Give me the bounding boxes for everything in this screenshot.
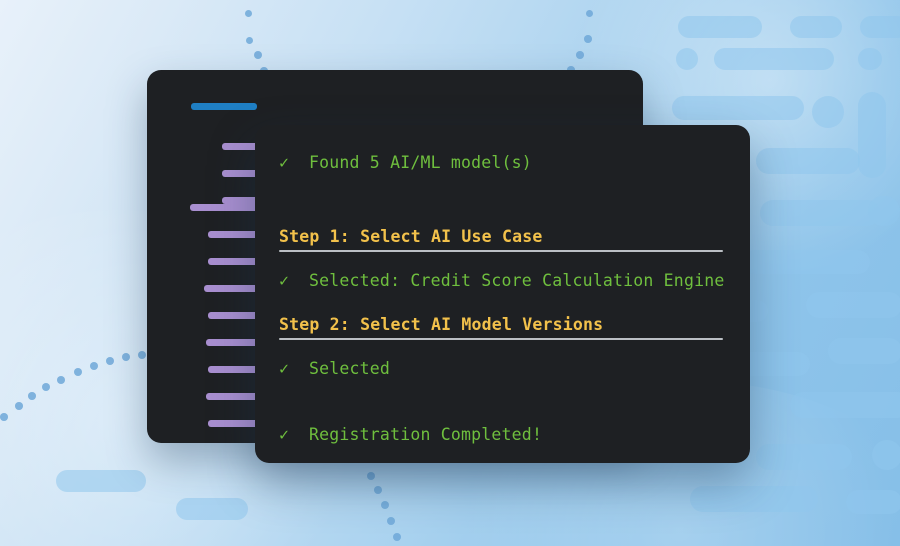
divider-step-2 — [279, 338, 723, 340]
background-pill — [858, 48, 882, 70]
background-pill — [760, 200, 880, 226]
background-dot — [89, 361, 99, 371]
background-pill — [176, 498, 248, 520]
terminal-line-text: Found 5 AI/ML model(s) — [298, 153, 532, 172]
background-dot — [392, 532, 402, 542]
background-dot — [380, 500, 390, 510]
check-icon: ✓ — [279, 359, 290, 378]
background-dot — [0, 413, 8, 421]
terminal-window[interactable]: ✓ Found 5 AI/ML model(s) Step 1: Select A… — [255, 125, 750, 463]
background-dot — [121, 352, 131, 362]
background-dot — [254, 51, 262, 59]
background-pill — [56, 470, 146, 492]
terminal-line-text: Selected: Credit Score Calculation Engin… — [298, 271, 725, 290]
background-dot — [366, 471, 376, 481]
terminal-line-text: Step 2: Select AI Model Versions — [279, 315, 604, 334]
background-pill — [756, 444, 852, 470]
check-icon: ✓ — [279, 425, 290, 444]
terminal-line-step-1-selected: ✓ Selected: Credit Score Calculation Eng… — [279, 271, 725, 290]
background-pill — [714, 48, 834, 70]
background-pill — [872, 440, 900, 470]
check-icon: ✓ — [279, 153, 290, 172]
background-pill — [846, 490, 900, 514]
background-pill — [858, 92, 886, 178]
background-pill — [672, 96, 804, 120]
terminal-line-step-1-heading: Step 1: Select AI Use Case — [279, 227, 543, 246]
background-dot — [15, 402, 23, 410]
background-pill — [812, 96, 844, 128]
terminal-line-text: Step 1: Select AI Use Case — [279, 227, 543, 246]
terminal-output: ✓ Found 5 AI/ML model(s) Step 1: Select A… — [279, 125, 740, 463]
terminal-line-found-models: ✓ Found 5 AI/ML model(s) — [279, 153, 532, 172]
background-pill — [860, 16, 900, 38]
terminal-line-step-2-heading: Step 2: Select AI Model Versions — [279, 315, 604, 334]
terminal-line-text: Selected — [298, 359, 391, 378]
background-pill — [678, 16, 762, 38]
background-dot — [105, 356, 115, 366]
divider-step-1 — [279, 250, 723, 252]
code-bar-accent — [191, 103, 257, 110]
background-pill — [828, 338, 900, 364]
background-dot — [584, 35, 592, 43]
background-pill — [806, 292, 900, 318]
background-pill — [742, 250, 870, 274]
background-pill — [676, 48, 698, 70]
background-dot — [137, 350, 147, 360]
background-dot — [42, 383, 50, 391]
code-bar — [190, 204, 307, 211]
background-dot — [56, 375, 66, 385]
background-pill — [868, 196, 900, 226]
terminal-line-step-2-selected: ✓ Selected — [279, 359, 391, 378]
background-pill — [790, 392, 900, 418]
background-pill — [756, 148, 860, 174]
background-dot — [28, 392, 36, 400]
background-dot — [245, 36, 253, 44]
terminal-line-registration-complete: ✓ Registration Completed! — [279, 425, 543, 444]
background-pill — [690, 486, 818, 512]
terminal-line-text: Registration Completed! — [298, 425, 543, 444]
background-dot — [576, 51, 584, 59]
background-pill — [790, 16, 842, 38]
background-dot — [386, 516, 396, 526]
background-dot — [373, 485, 383, 495]
check-icon: ✓ — [279, 271, 290, 290]
background-dot — [244, 9, 252, 17]
background-dot — [73, 367, 83, 377]
background-dot — [585, 9, 593, 17]
